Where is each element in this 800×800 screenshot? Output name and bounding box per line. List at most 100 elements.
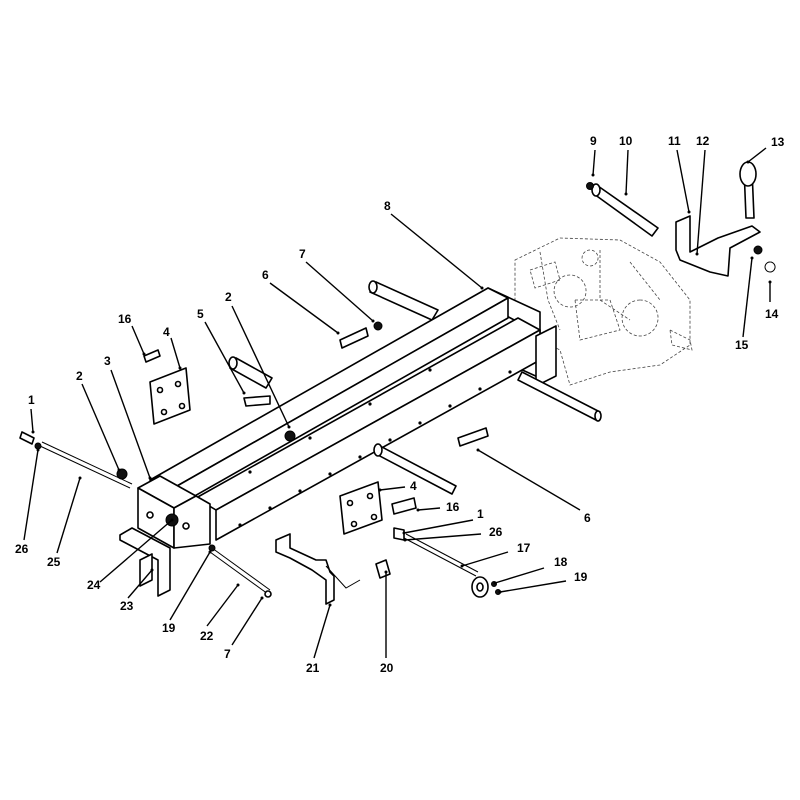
leader-tip-c2a: [117, 468, 121, 472]
leader-tip-c16a: [142, 352, 146, 356]
leader-line-c26a: [23, 449, 39, 541]
callout-number-c8: 8: [384, 199, 391, 213]
leader-line-c7b: [231, 597, 263, 646]
callout-number-c2b: 2: [225, 290, 232, 304]
callout-number-c16a: 16: [118, 312, 132, 326]
leader-tip-c6a: [336, 331, 340, 335]
leader-line-c19b: [499, 580, 567, 593]
callout-number-c5: 5: [197, 307, 204, 321]
leader-tip-c3: [148, 476, 152, 480]
leader-tip-c4b: [378, 488, 382, 492]
bolts: [116, 321, 489, 515]
callout-number-c2a: 2: [76, 369, 83, 383]
callout-number-c3: 3: [104, 354, 111, 368]
leader-line-c10: [625, 149, 629, 195]
callout-number-c6b: 6: [584, 511, 591, 525]
leader-line-c25: [56, 477, 81, 554]
callout-number-c13: 13: [771, 135, 785, 149]
leader-tip-c2b: [287, 425, 291, 429]
leader-line-c23: [127, 569, 153, 599]
leader-line-c7a: [305, 261, 374, 322]
leader-tip-c23: [150, 568, 154, 572]
leader-line-c4a: [170, 337, 181, 369]
leader-tip-c18: [493, 581, 497, 585]
callout-number-c15: 15: [735, 338, 749, 352]
rod-17: [393, 527, 501, 598]
callout-number-c24: 24: [87, 578, 101, 592]
leader-line-c2b: [231, 305, 290, 428]
callout-number-c19a: 19: [162, 621, 176, 635]
callout-number-c21: 21: [306, 661, 320, 675]
hitch-assembly: [586, 161, 776, 277]
leader-line-c1a: [30, 408, 34, 433]
rod-22: [208, 544, 272, 598]
leader-tip-c19b: [498, 590, 502, 594]
callout-number-c22: 22: [200, 629, 214, 643]
leader-tip-c25: [78, 476, 82, 480]
callout-number-c20: 20: [380, 661, 394, 675]
side-plate-4b: [339, 481, 383, 535]
leader-tip-c1a: [31, 430, 35, 434]
leader-line-c11: [676, 149, 690, 213]
leader-line-c9: [592, 149, 596, 176]
leader-line-c6a: [269, 282, 339, 334]
callout-number-c18: 18: [554, 555, 568, 569]
callout-number-c7b: 7: [224, 647, 231, 661]
rod-25: [19, 431, 133, 489]
callout-number-c12: 12: [696, 134, 710, 148]
leader-tip-c11: [687, 210, 691, 214]
leader-line-c22: [206, 584, 239, 627]
frame-holes: [198, 368, 512, 527]
leader-line-c6b: [477, 449, 581, 511]
cross-rods: [228, 356, 602, 495]
leader-tip-c26a: [36, 448, 40, 452]
leader-tip-c12: [695, 252, 699, 256]
callout-number-c6a: 6: [262, 268, 269, 282]
leader-line-c5: [204, 321, 245, 394]
leader-tip-c20: [384, 570, 388, 574]
side-plate-4a: [149, 367, 191, 425]
leader-tip-c6b: [476, 448, 480, 452]
leader-line-c16b: [417, 507, 441, 511]
leader-line-c26b: [404, 533, 482, 541]
callout-number-c4a: 4: [163, 325, 170, 339]
leader-tip-c4a: [178, 366, 182, 370]
leader-tip-c14: [768, 280, 772, 284]
callout-number-c19b: 19: [574, 570, 588, 584]
callout-number-c1a: 1: [28, 393, 35, 407]
leader-tip-c21: [328, 603, 332, 607]
leader-line-c16a: [131, 325, 145, 355]
leader-tip-c16b: [416, 508, 420, 512]
leader-line-c2a: [81, 383, 120, 471]
callout-number-c17: 17: [517, 541, 531, 555]
leader-tip-c19a: [208, 550, 212, 554]
callout-number-c16b: 16: [446, 500, 460, 514]
callout-number-c10: 10: [619, 134, 633, 148]
rear-rod: [368, 280, 439, 321]
leader-line-c15: [742, 257, 753, 338]
lever-21: [275, 533, 391, 605]
callout-number-c14: 14: [765, 307, 779, 321]
leader-line-c13: [747, 147, 767, 163]
leader-tip-c7a: [371, 319, 375, 323]
leader-tip-c13: [746, 160, 750, 164]
callout-number-c26a: 26: [15, 542, 29, 556]
hanger-bracket-23: [119, 527, 171, 597]
leader-line-c8: [390, 213, 483, 289]
leader-line-c24: [99, 519, 173, 583]
callout-number-c26b: 26: [489, 525, 503, 539]
leader-line-c12: [696, 149, 706, 255]
leader-tip-c8: [480, 286, 484, 290]
leader-tip-c10: [624, 192, 628, 196]
leader-line-c18: [494, 567, 545, 584]
leader-tip-c7b: [260, 596, 264, 600]
leader-tip-c17: [460, 564, 464, 568]
callout-number-c25: 25: [47, 555, 61, 569]
leader-line-c17: [461, 551, 509, 567]
callout-number-c7a: 7: [299, 247, 306, 261]
callout-number-c4b: 4: [410, 479, 417, 493]
leader-tip-c5: [242, 391, 246, 395]
leader-line-c4b: [379, 486, 406, 491]
